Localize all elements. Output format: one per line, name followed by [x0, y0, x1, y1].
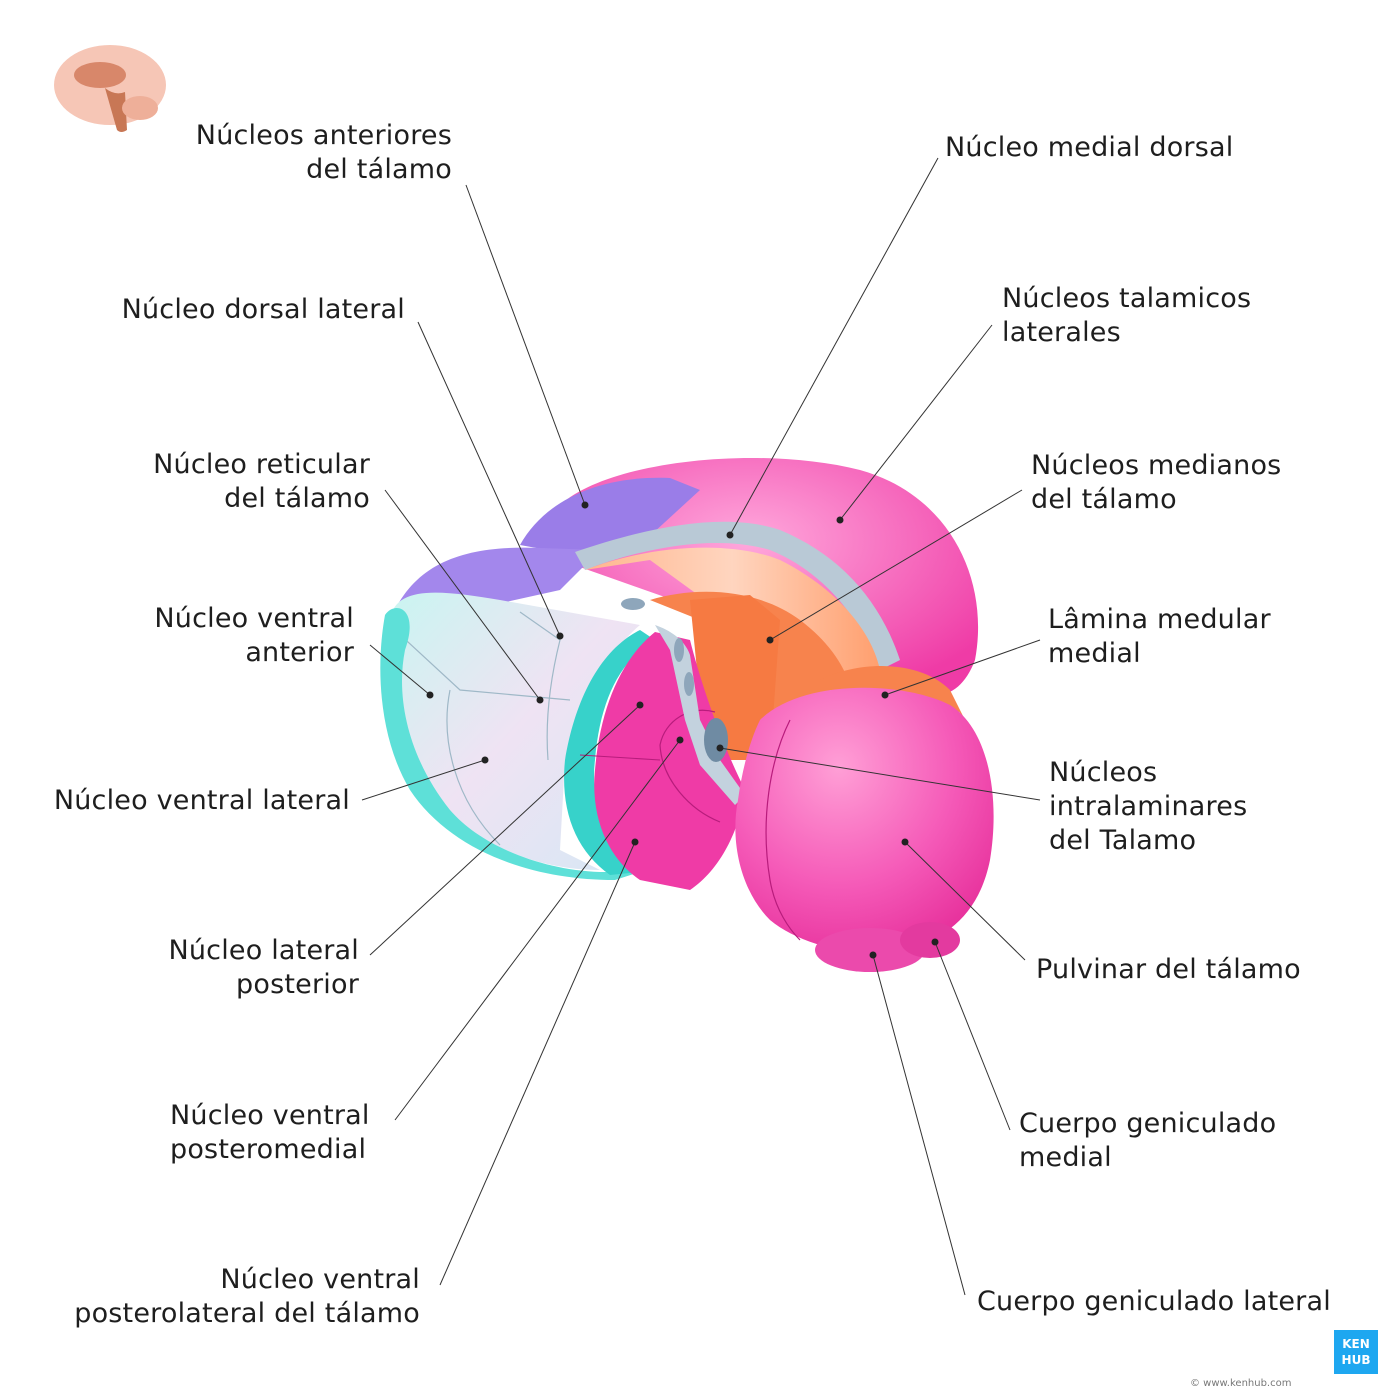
label-geniculado-lateral: Cuerpo geniculado lateral	[977, 1286, 1331, 1317]
label-dorsal-lateral: Núcleo dorsal lateral	[121, 294, 405, 325]
thalamus-illustration	[380, 457, 994, 972]
copyright-text: © www.kenhub.com	[1190, 1378, 1292, 1389]
lateral-geniculate-shape	[815, 928, 925, 972]
intralaminar-shape	[655, 625, 745, 805]
label-ventral-lateral: Núcleo ventral lateral	[53, 785, 350, 816]
anchor-dots	[426, 501, 939, 959]
reticular-nucleus-shape	[380, 608, 640, 880]
anterior-nuclei-shape	[520, 477, 700, 555]
ventral-posterior-shape	[594, 632, 745, 890]
medial-geniculate-shape	[900, 922, 960, 958]
brain-orientation-icon	[54, 45, 166, 132]
label-pulvinar: Pulvinar del tálamo	[1036, 954, 1301, 985]
kenhub-logo: KEN HUB	[1334, 1330, 1378, 1374]
leader-lines	[361, 157, 1041, 1296]
label-medial-dorsal: Núcleo medial dorsal	[945, 132, 1234, 163]
ventral-anterior-shape	[388, 592, 640, 870]
pulvinar-shape	[735, 687, 994, 954]
